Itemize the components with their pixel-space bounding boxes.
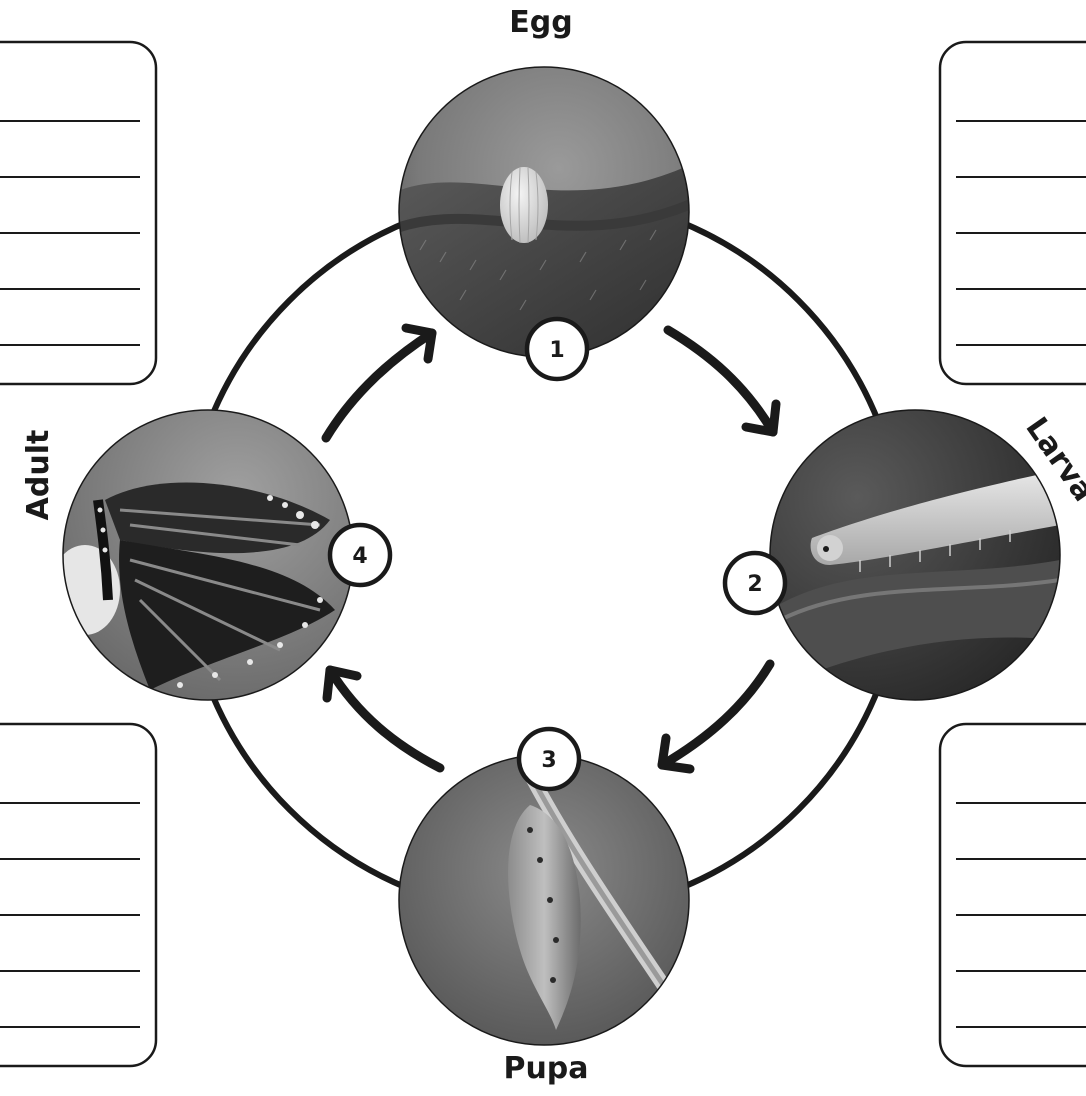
stage-label-pupa: Pupa bbox=[503, 1051, 588, 1086]
arrow-egg-to-larva bbox=[663, 325, 781, 437]
stage-number-badge-1: 1 bbox=[524, 316, 590, 382]
stage-number-4: 4 bbox=[352, 544, 367, 569]
writing-box-top-left[interactable] bbox=[0, 40, 158, 386]
stage-label-adult: Adult bbox=[21, 430, 56, 521]
egg-photo bbox=[399, 67, 689, 357]
writing-box-bottom-right[interactable] bbox=[938, 722, 1086, 1068]
pupa-photo bbox=[399, 755, 689, 1045]
stage-label-egg: Egg bbox=[509, 5, 572, 40]
adult-photo bbox=[63, 410, 353, 700]
stage-number-3: 3 bbox=[541, 748, 556, 773]
arrow-adult-to-egg bbox=[321, 323, 437, 443]
stage-number-1: 1 bbox=[549, 338, 564, 363]
larva-photo bbox=[770, 410, 1060, 700]
writing-box-bottom-left[interactable] bbox=[0, 722, 158, 1068]
arrow-larva-to-pupa bbox=[657, 659, 775, 774]
arrow-pupa-to-adult bbox=[322, 665, 445, 773]
stage-number-2: 2 bbox=[747, 572, 762, 597]
stage-number-badge-4: 4 bbox=[327, 522, 393, 588]
writing-box-top-right[interactable] bbox=[938, 40, 1086, 386]
stage-number-badge-2b: 2 bbox=[722, 550, 788, 616]
stage-number-badge-3: 3 bbox=[516, 726, 582, 792]
